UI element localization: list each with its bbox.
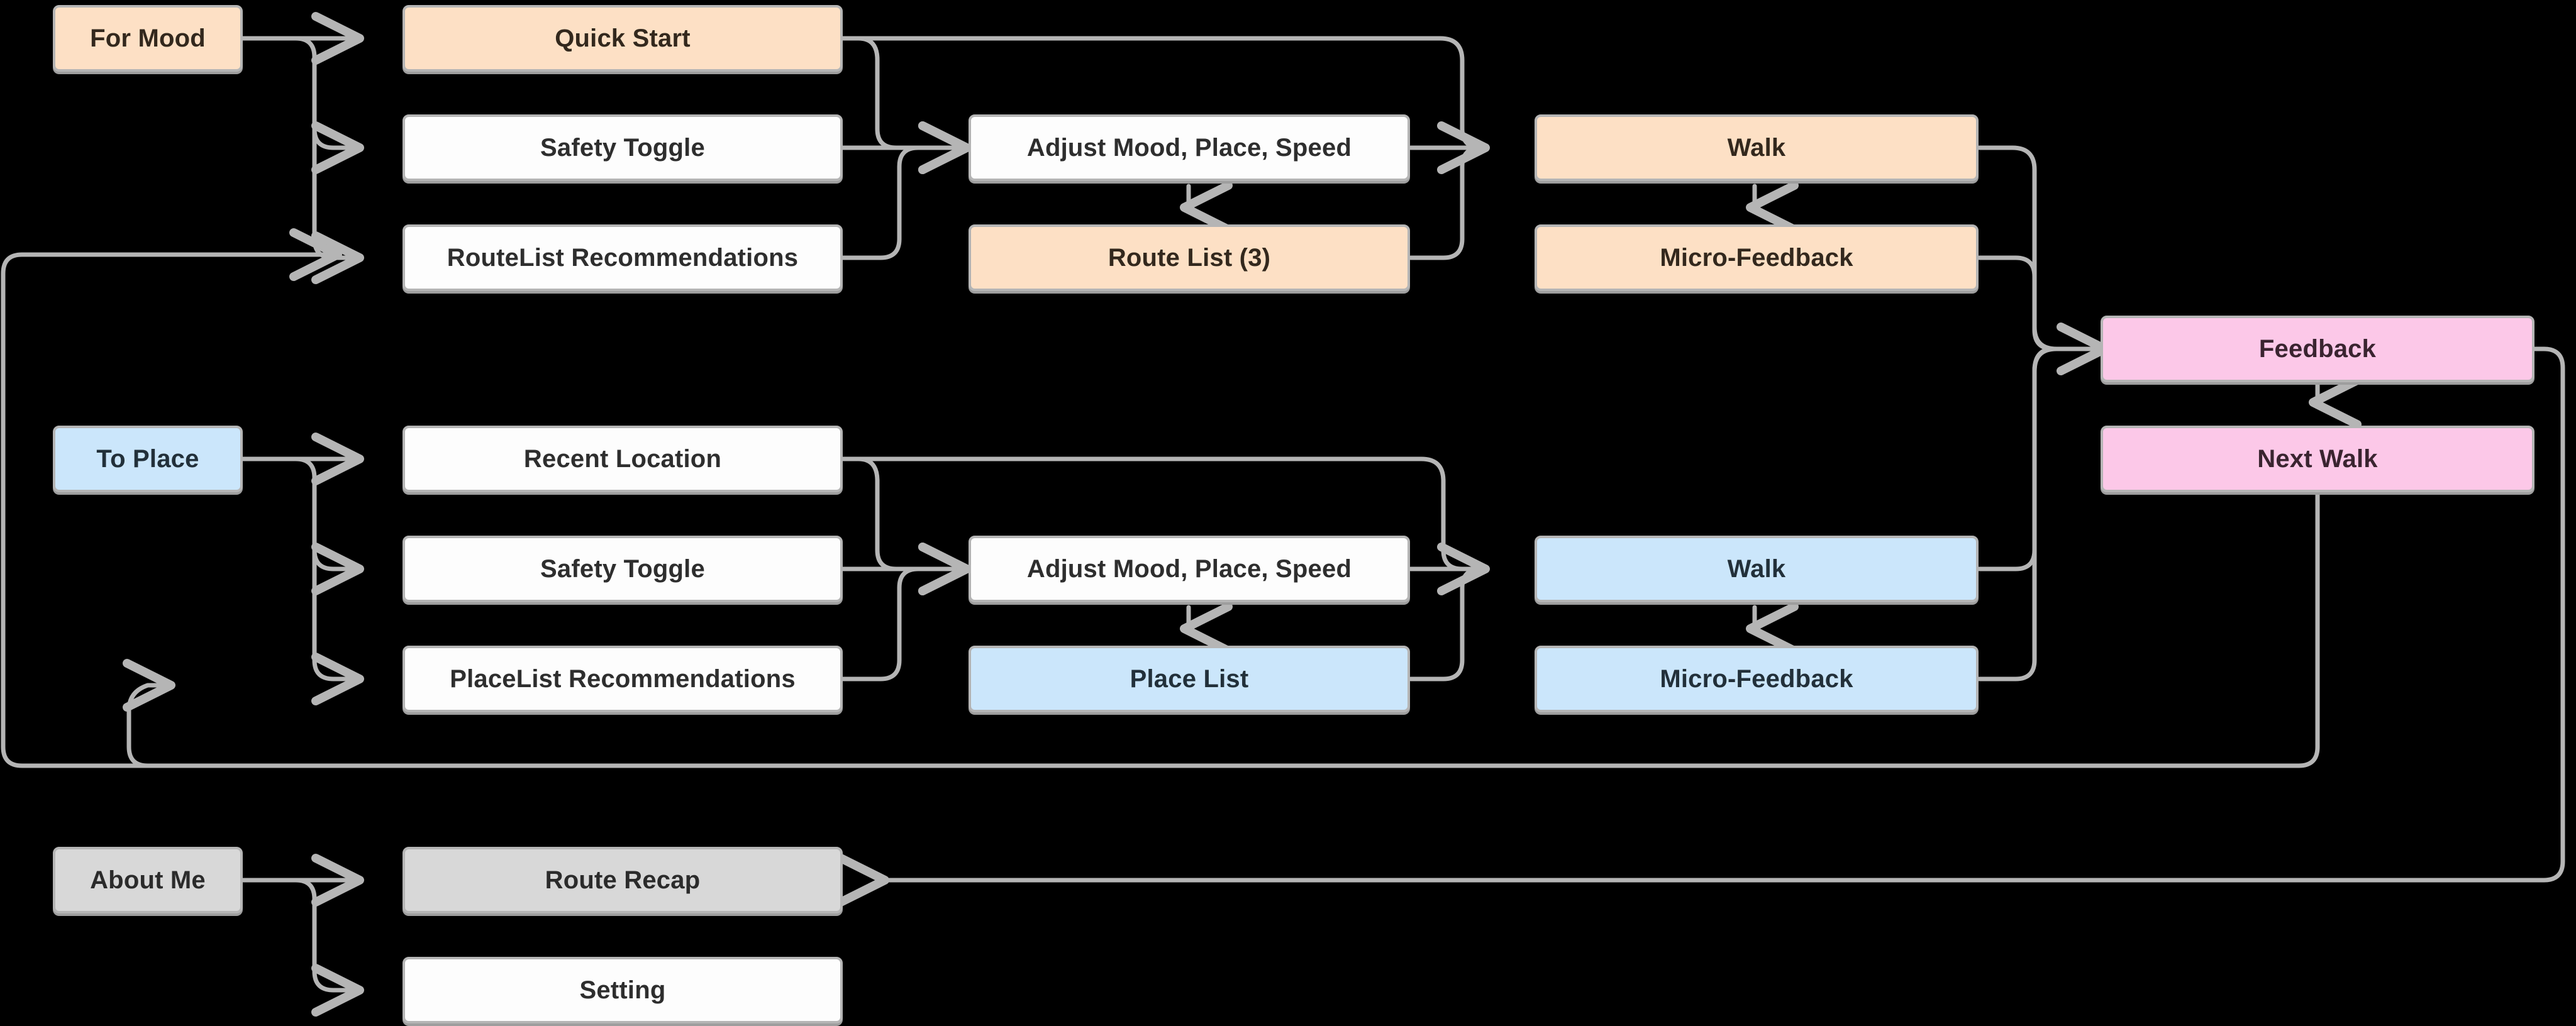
edge-routelist-adjust1: [840, 121, 971, 260]
node-safety-toggle-place[interactable]: Safety Toggle: [402, 536, 843, 602]
node-label: To Place: [96, 445, 199, 473]
node-label: Micro-Feedback: [1660, 665, 1853, 693]
node-label: PlaceList Recommendations: [450, 665, 796, 693]
node-label: Walk: [1727, 555, 1786, 583]
edge-quickstartline-adjust1: [856, 36, 971, 174]
node-next-walk[interactable]: Next Walk: [2101, 426, 2534, 492]
node-walk-mood[interactable]: Walk: [1535, 114, 1979, 181]
node-label: Route Recap: [545, 866, 701, 894]
edge-formood-safetytoggle: [293, 36, 364, 174]
node-label: Safety Toggle: [540, 134, 705, 162]
node-placelist-recommendations[interactable]: PlaceList Recommendations: [402, 646, 843, 712]
edge-walk1-feedback: [1977, 145, 2059, 351]
node-label: Recent Location: [523, 445, 722, 473]
node-label: Walk: [1727, 134, 1786, 162]
node-place-list[interactable]: Place List: [969, 646, 1410, 712]
node-for-mood[interactable]: For Mood: [53, 5, 243, 72]
edge-feedback-routerecap: [836, 346, 2565, 907]
edge-walk2-feedback: [1977, 346, 2059, 571]
node-label: Route List (3): [1108, 244, 1271, 272]
node-to-place[interactable]: To Place: [53, 426, 243, 492]
edge-toplace-placelist: [311, 475, 364, 705]
node-adjust-mood-place-speed-2[interactable]: Adjust Mood, Place, Speed: [969, 536, 1410, 602]
edge-routelist3-walk1: [1408, 145, 1484, 260]
edge-micro2-feedback: [1977, 346, 2056, 681]
node-label: Quick Start: [555, 25, 691, 52]
edge-nextwalk-placelist: [123, 478, 2320, 768]
node-quick-start[interactable]: Quick Start: [402, 5, 843, 72]
edge-toplace-safetytoggle2: [293, 456, 364, 595]
node-label: Adjust Mood, Place, Speed: [1026, 134, 1352, 162]
node-feedback[interactable]: Feedback: [2101, 316, 2534, 382]
node-safety-toggle-mood[interactable]: Safety Toggle: [402, 114, 843, 181]
node-route-list[interactable]: Route List (3): [969, 224, 1410, 291]
node-label: Safety Toggle: [540, 555, 705, 583]
node-label: RouteList Recommendations: [447, 244, 799, 272]
node-label: Next Walk: [2257, 445, 2378, 473]
node-label: Adjust Mood, Place, Speed: [1026, 555, 1352, 583]
node-routelist-recommendations[interactable]: RouteList Recommendations: [402, 224, 843, 291]
edge-placelist-adjust2: [840, 543, 971, 681]
node-label: Setting: [579, 976, 666, 1004]
edge-formood-routelist: [311, 55, 364, 284]
node-about-me[interactable]: About Me: [53, 847, 243, 913]
edge-nextwalk-routelist-rail: [1, 252, 2301, 768]
node-micro-feedback-place[interactable]: Micro-Feedback: [1535, 646, 1979, 712]
node-route-recap[interactable]: Route Recap: [402, 847, 843, 913]
edge-placelist-walk2: [1408, 566, 1484, 681]
node-recent-location[interactable]: Recent Location: [402, 426, 843, 492]
node-label: For Mood: [90, 25, 206, 52]
edge-recentline-adjust2: [856, 456, 971, 595]
node-label: Place List: [1130, 665, 1249, 693]
node-micro-feedback-mood[interactable]: Micro-Feedback: [1535, 224, 1979, 291]
node-label: Micro-Feedback: [1660, 244, 1853, 272]
node-label: Feedback: [2258, 335, 2377, 363]
edge-micro1-feedback: [1977, 255, 2109, 375]
node-walk-place[interactable]: Walk: [1535, 536, 1979, 602]
node-adjust-mood-place-speed-1[interactable]: Adjust Mood, Place, Speed: [969, 114, 1410, 181]
edge-aboutme-setting: [293, 878, 364, 1017]
node-setting[interactable]: Setting: [402, 957, 843, 1023]
node-label: About Me: [90, 866, 206, 894]
